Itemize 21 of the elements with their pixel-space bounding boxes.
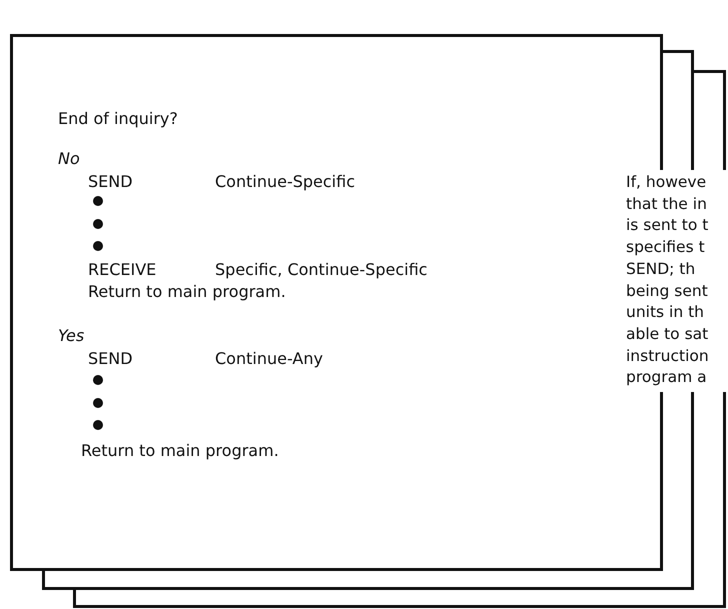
note-text-line: able to sat xyxy=(626,324,708,344)
parameter-text: Continue-Specific xyxy=(215,172,355,192)
branch-label: No xyxy=(58,149,80,169)
instruction-text: Return to main program. xyxy=(81,441,279,461)
note-text-line: being sent xyxy=(626,280,708,300)
parameter-text: Specific, Continue-Specific xyxy=(215,260,428,280)
note-text-line: program a xyxy=(626,367,707,388)
command-text: RECEIVE xyxy=(88,260,156,280)
note-text-line: is sent to t xyxy=(626,215,708,236)
note-text-line: units in th xyxy=(626,302,704,322)
note-text-line: specifies t xyxy=(626,237,705,258)
parameter-text: Continue-Any xyxy=(215,349,323,369)
note-text-line: SEND; th xyxy=(626,258,696,279)
note-text-line: If, howeve xyxy=(626,172,706,192)
command-text: SEND xyxy=(88,172,133,192)
note-text-line: that the in xyxy=(626,194,707,214)
branch-label: Yes xyxy=(58,326,84,346)
instruction-text: Return to main program. xyxy=(88,282,286,302)
command-text: SEND xyxy=(88,349,133,369)
question-text: End of inquiry? xyxy=(58,109,178,129)
note-text-line: instruction xyxy=(626,346,709,366)
